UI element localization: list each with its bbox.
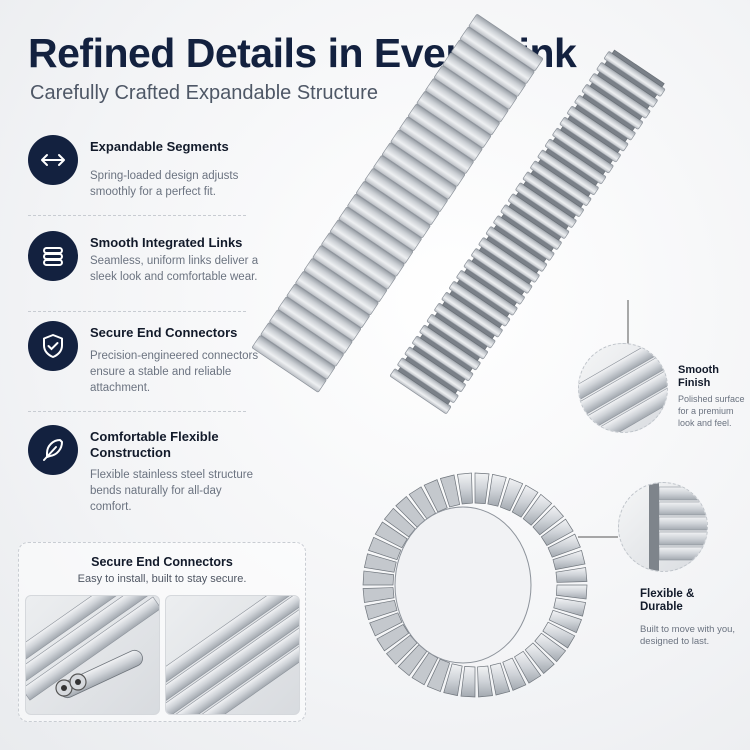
ring-segment xyxy=(534,632,567,663)
ring-segment xyxy=(487,473,507,507)
band-segment xyxy=(451,39,526,97)
band-segment xyxy=(408,104,483,161)
bracelet-narrow-band xyxy=(390,49,666,414)
links-icon xyxy=(28,231,78,281)
band-segment xyxy=(382,142,457,200)
ring-segment xyxy=(522,493,553,526)
band-segment xyxy=(356,181,431,238)
ring-segment xyxy=(489,662,511,696)
band-segment xyxy=(260,322,335,380)
panel-description: Easy to install, built to stay secure. xyxy=(77,573,247,585)
band-segment xyxy=(416,91,491,148)
callout-description: Polished surface for a premium look and … xyxy=(678,394,745,428)
ring-segment xyxy=(362,587,395,603)
feature-description: Spring-loaded design adjusts smoothly fo… xyxy=(90,170,239,198)
feature-title: Expandable Segments xyxy=(90,139,229,154)
ring-segment xyxy=(369,612,403,637)
ring-segment xyxy=(499,478,524,512)
band-segment xyxy=(252,335,327,393)
smooth-finish-closeup xyxy=(578,343,668,433)
band-segment xyxy=(425,78,500,136)
band-segment xyxy=(434,65,509,123)
connector-links-photo xyxy=(165,595,300,715)
band-segment xyxy=(347,194,422,251)
ring-segment xyxy=(376,624,410,652)
band-segment xyxy=(278,296,353,354)
end-connectors-panel: Secure End Connectors Easy to install, b… xyxy=(18,542,306,722)
ring-segment xyxy=(439,474,461,508)
feature-title: Secure End Connectors xyxy=(90,325,238,340)
band-segment xyxy=(390,129,465,187)
ring-segment xyxy=(385,634,418,665)
ring-segment xyxy=(532,505,565,536)
divider xyxy=(28,411,246,412)
ring-segment xyxy=(443,663,463,697)
ring-segment xyxy=(364,599,398,621)
ring-segment xyxy=(548,609,582,634)
panel-title: Secure End Connectors xyxy=(91,555,233,569)
page-subtitle: Carefully Crafted Expandable Structure xyxy=(30,82,378,104)
divider xyxy=(28,215,246,216)
ring-segment xyxy=(511,484,539,518)
band-segment xyxy=(269,309,344,367)
ring-segment xyxy=(514,650,542,684)
ring-segment xyxy=(553,597,587,617)
expand-arrows-icon xyxy=(28,135,78,185)
feather-icon xyxy=(28,425,78,475)
bracelet-wide-band xyxy=(252,14,544,393)
feature-description: Seamless, uniform links deliver a sleek … xyxy=(90,255,259,283)
ring-segment xyxy=(457,472,473,505)
ring-segment xyxy=(542,621,576,649)
ring-segment xyxy=(524,642,555,675)
band-segment xyxy=(373,155,448,213)
callout-smooth-finish: Smooth Finish Polished surface for a pre… xyxy=(678,364,746,429)
ring-segment xyxy=(374,521,408,549)
ring-segment xyxy=(362,570,395,586)
ring-segment xyxy=(368,536,402,561)
band-segment xyxy=(611,49,665,88)
connector-closeup-photo xyxy=(25,595,160,715)
ring-segment xyxy=(474,472,490,505)
ring-segment xyxy=(555,584,588,600)
ring-segment xyxy=(363,553,397,573)
divider xyxy=(28,311,246,312)
feature-description: Flexible stainless steel structure bends… xyxy=(90,469,253,513)
flexible-closeup xyxy=(618,482,708,572)
band-segment xyxy=(460,27,535,84)
callout-title: Smooth Finish xyxy=(678,364,719,389)
band-segment xyxy=(338,206,413,264)
band-segment xyxy=(286,284,361,341)
shield-check-icon xyxy=(28,321,78,371)
ring-segment xyxy=(547,533,581,558)
ring-segment xyxy=(477,665,493,698)
ring-segment xyxy=(460,665,476,698)
callout-description: Built to move with you, designed to last… xyxy=(640,624,736,647)
ring-segment xyxy=(423,479,448,513)
band-segment xyxy=(399,116,474,174)
band-segment xyxy=(321,232,396,290)
band-segment xyxy=(468,14,544,71)
ring-inner-opening xyxy=(394,506,532,664)
band-segment xyxy=(442,52,518,110)
ring-segment xyxy=(555,567,588,583)
callout-title: Flexible & Durable xyxy=(640,588,695,613)
feature-title: Smooth Integrated Links xyxy=(90,235,243,250)
ring-segment xyxy=(426,658,451,692)
band-segment xyxy=(295,271,370,328)
ring-segment xyxy=(540,518,574,546)
band-segment xyxy=(364,168,439,226)
band-segment xyxy=(312,245,387,303)
band-segment xyxy=(304,258,379,316)
callout-flexible-durable: Flexible & Durable Built to move with yo… xyxy=(640,588,740,648)
bracelet-ring xyxy=(362,472,588,698)
feature-description: Precision-engineered connectors ensure a… xyxy=(90,350,259,394)
ring-segment xyxy=(502,657,527,691)
feature-title: Comfortable Flexible Construction xyxy=(90,429,219,460)
ring-segment xyxy=(552,549,586,571)
band-segment xyxy=(330,219,405,277)
